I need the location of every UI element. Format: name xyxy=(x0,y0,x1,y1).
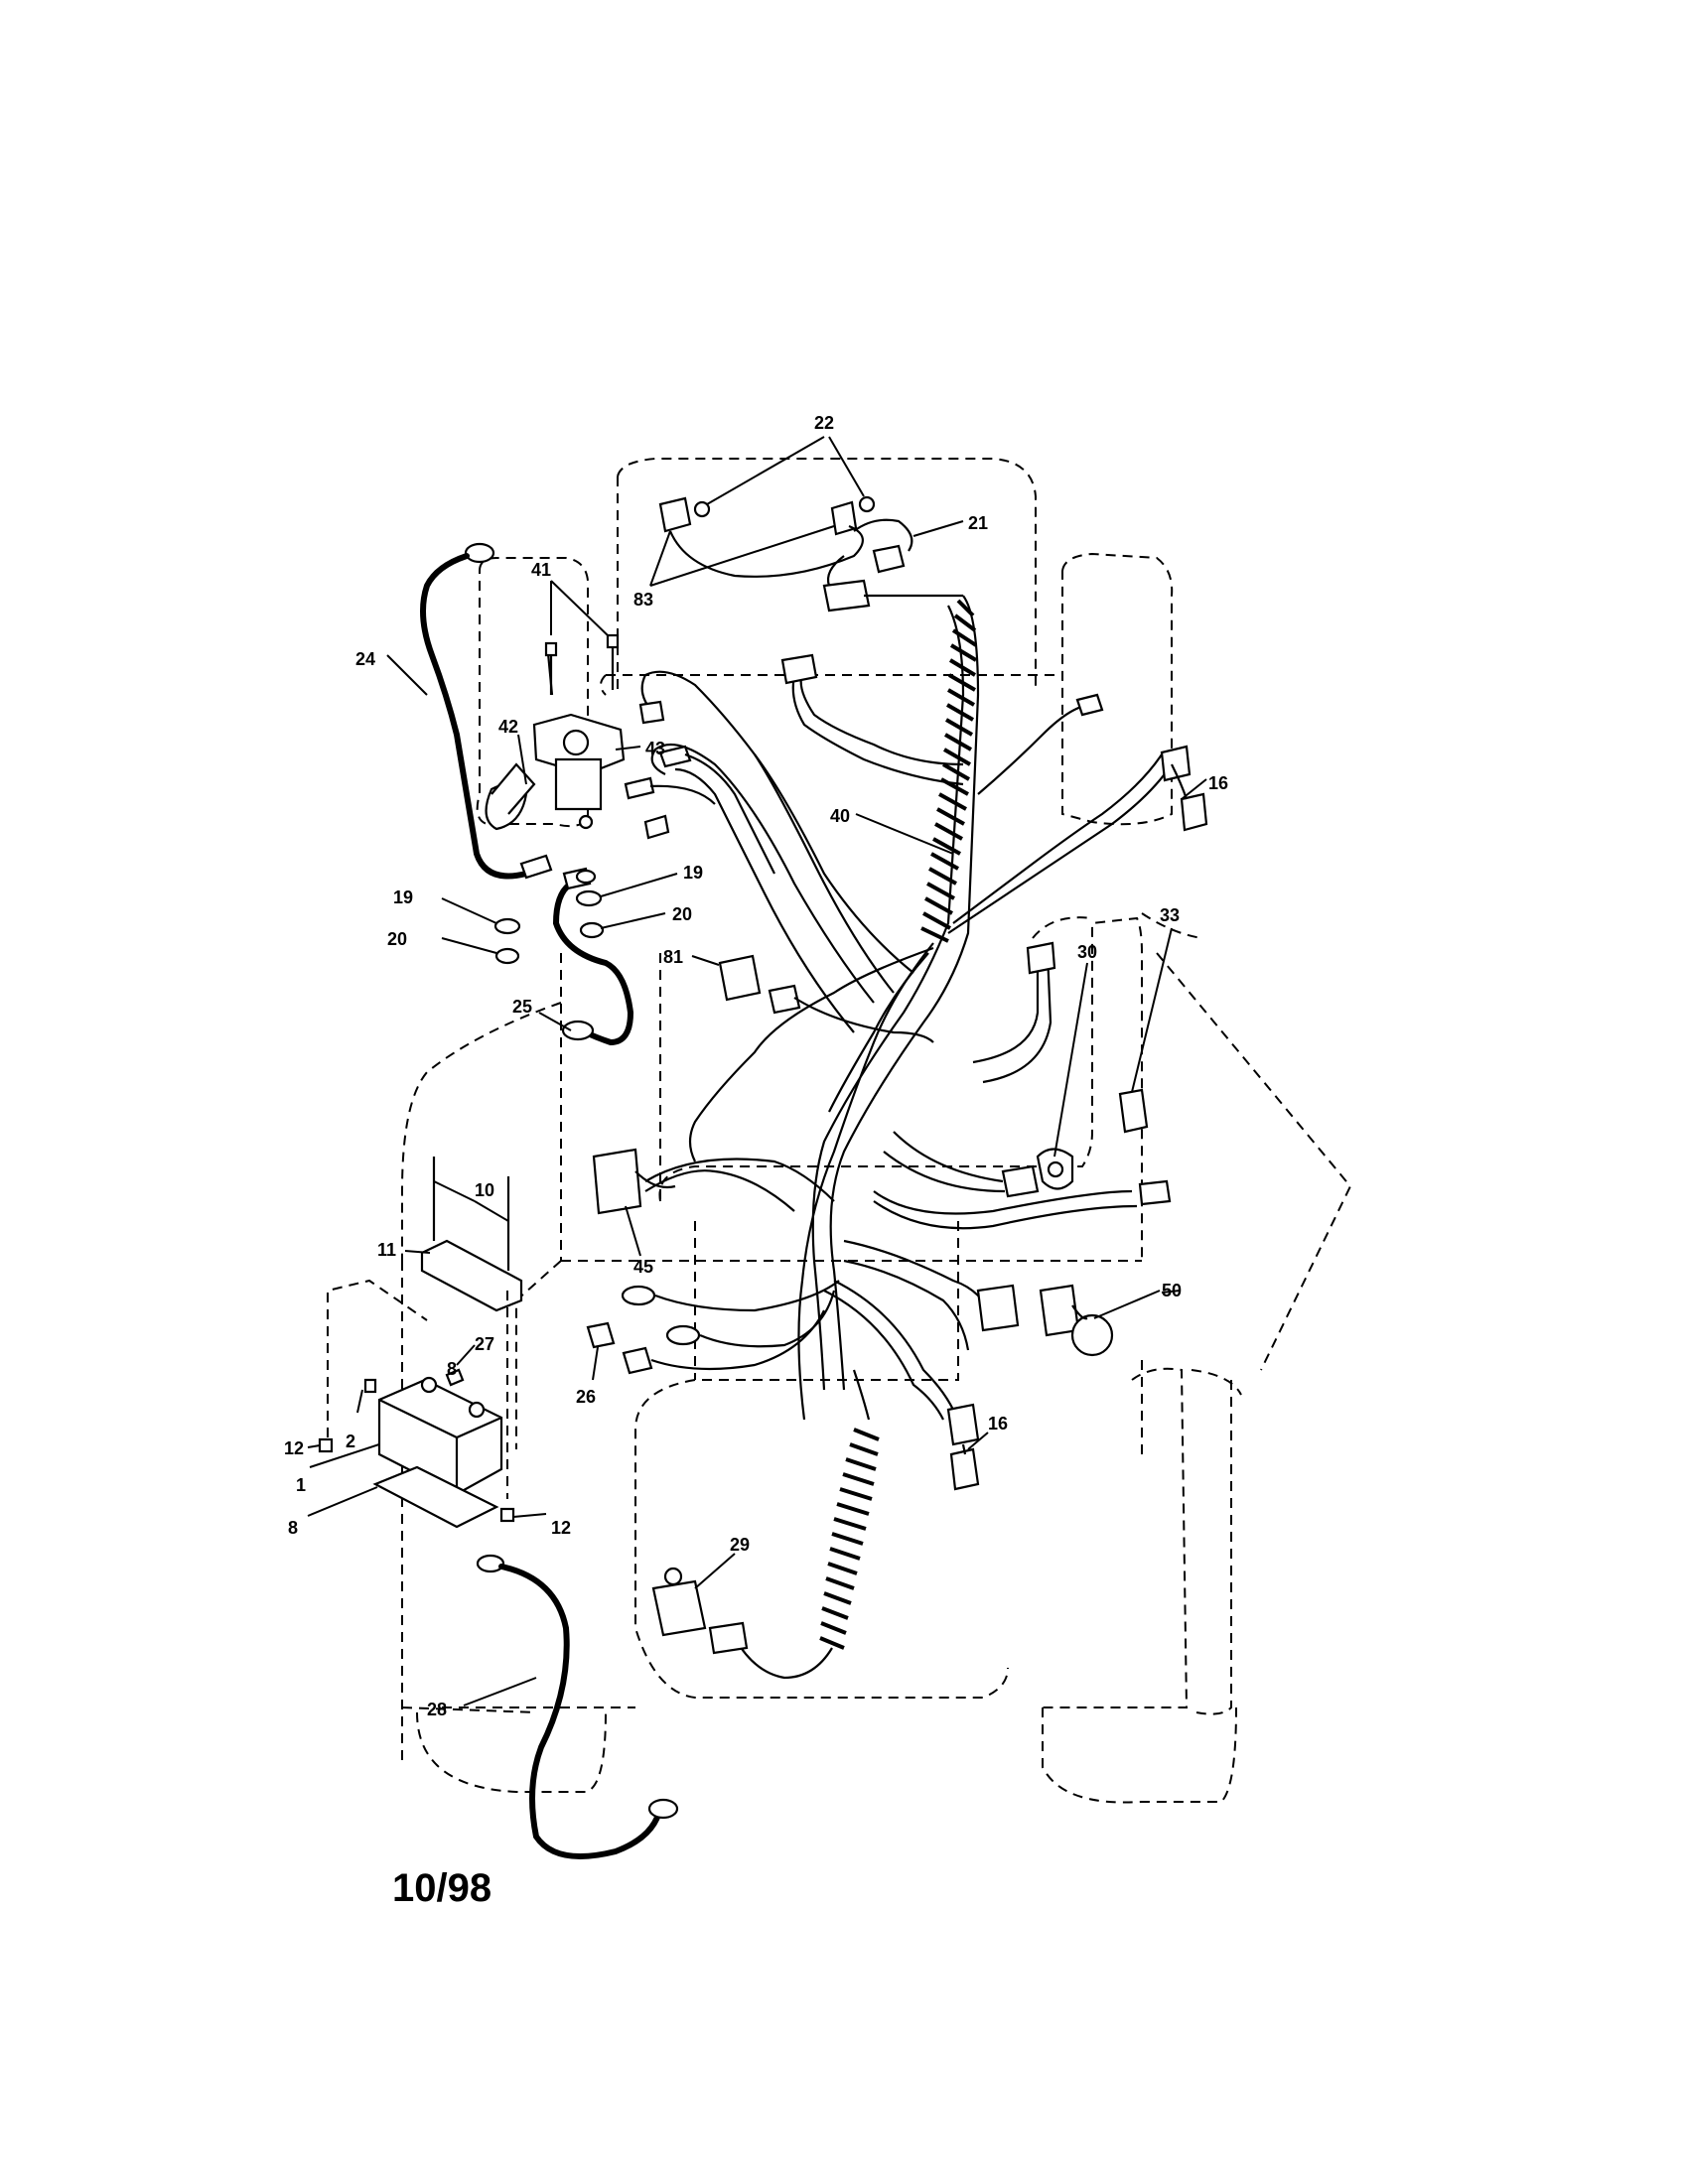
cable-24 xyxy=(420,542,553,880)
callout-11: 11 xyxy=(377,1240,396,1260)
callout-27: 27 xyxy=(475,1334,494,1354)
callout-10: 10 xyxy=(475,1180,494,1200)
callout-43: 43 xyxy=(645,739,665,758)
callout-81: 81 xyxy=(663,947,683,967)
callout-12-right: 12 xyxy=(551,1518,571,1538)
callout-29: 29 xyxy=(730,1535,750,1555)
relay-81 xyxy=(718,954,934,1043)
callout-8-top: 8 xyxy=(447,1359,457,1379)
callout-25: 25 xyxy=(512,997,532,1017)
callout-20-right: 20 xyxy=(672,904,692,924)
callout-40: 40 xyxy=(830,806,850,826)
callout-1: 1 xyxy=(296,1475,306,1495)
callout-20-left: 20 xyxy=(387,929,407,949)
cable-28 xyxy=(476,1554,679,1859)
callout-2: 2 xyxy=(346,1432,355,1451)
assembly-leaders xyxy=(327,1279,508,1499)
callout-83: 83 xyxy=(633,590,653,610)
callout-42: 42 xyxy=(498,717,518,737)
callout-leaders xyxy=(307,436,1207,1706)
washers-nuts xyxy=(493,869,605,965)
switch-29 xyxy=(651,1567,707,1637)
battery-holddown xyxy=(420,1157,523,1312)
headlight-assembly xyxy=(658,495,963,613)
right-branch-wire xyxy=(873,1179,1172,1230)
callout-50: 50 xyxy=(1162,1281,1182,1300)
right-side-components xyxy=(972,745,1208,1190)
callout-12-left: 12 xyxy=(284,1438,304,1458)
callout-19-left: 19 xyxy=(393,887,413,907)
callout-33: 33 xyxy=(1160,905,1180,925)
module-45 xyxy=(592,1148,835,1215)
callout-24: 24 xyxy=(355,649,375,669)
callout-41: 41 xyxy=(531,560,551,580)
tractor-outline xyxy=(401,458,1352,1804)
callout-labels: 22 21 83 41 24 42 43 40 16 19 19 20 20 8… xyxy=(284,413,1228,1719)
lower-connectors xyxy=(823,1239,1020,1491)
callout-21: 21 xyxy=(968,513,988,533)
callout-28: 28 xyxy=(427,1700,447,1719)
callout-16-top: 16 xyxy=(1208,773,1228,793)
callout-30: 30 xyxy=(1077,942,1097,962)
harness-connector-mid xyxy=(883,1131,1040,1198)
date-code: 10/98 xyxy=(392,1866,491,1910)
fuse-holders xyxy=(624,745,775,875)
battery-assembly xyxy=(318,1368,515,1529)
ground-terminals xyxy=(586,1280,840,1375)
callout-26: 26 xyxy=(576,1387,596,1407)
callout-8: 8 xyxy=(288,1518,298,1538)
cable-25 xyxy=(552,867,634,1046)
callout-16-bottom: 16 xyxy=(988,1414,1008,1433)
harness-connector-top xyxy=(638,653,1104,725)
main-wire-harness xyxy=(640,595,1173,1421)
switch-50 xyxy=(1039,1284,1114,1357)
callout-19-right: 19 xyxy=(683,863,703,883)
callout-45: 45 xyxy=(633,1257,653,1277)
lower-coil-harness xyxy=(708,1369,880,1680)
callout-22: 22 xyxy=(814,413,834,433)
solenoid-assembly xyxy=(485,633,626,831)
